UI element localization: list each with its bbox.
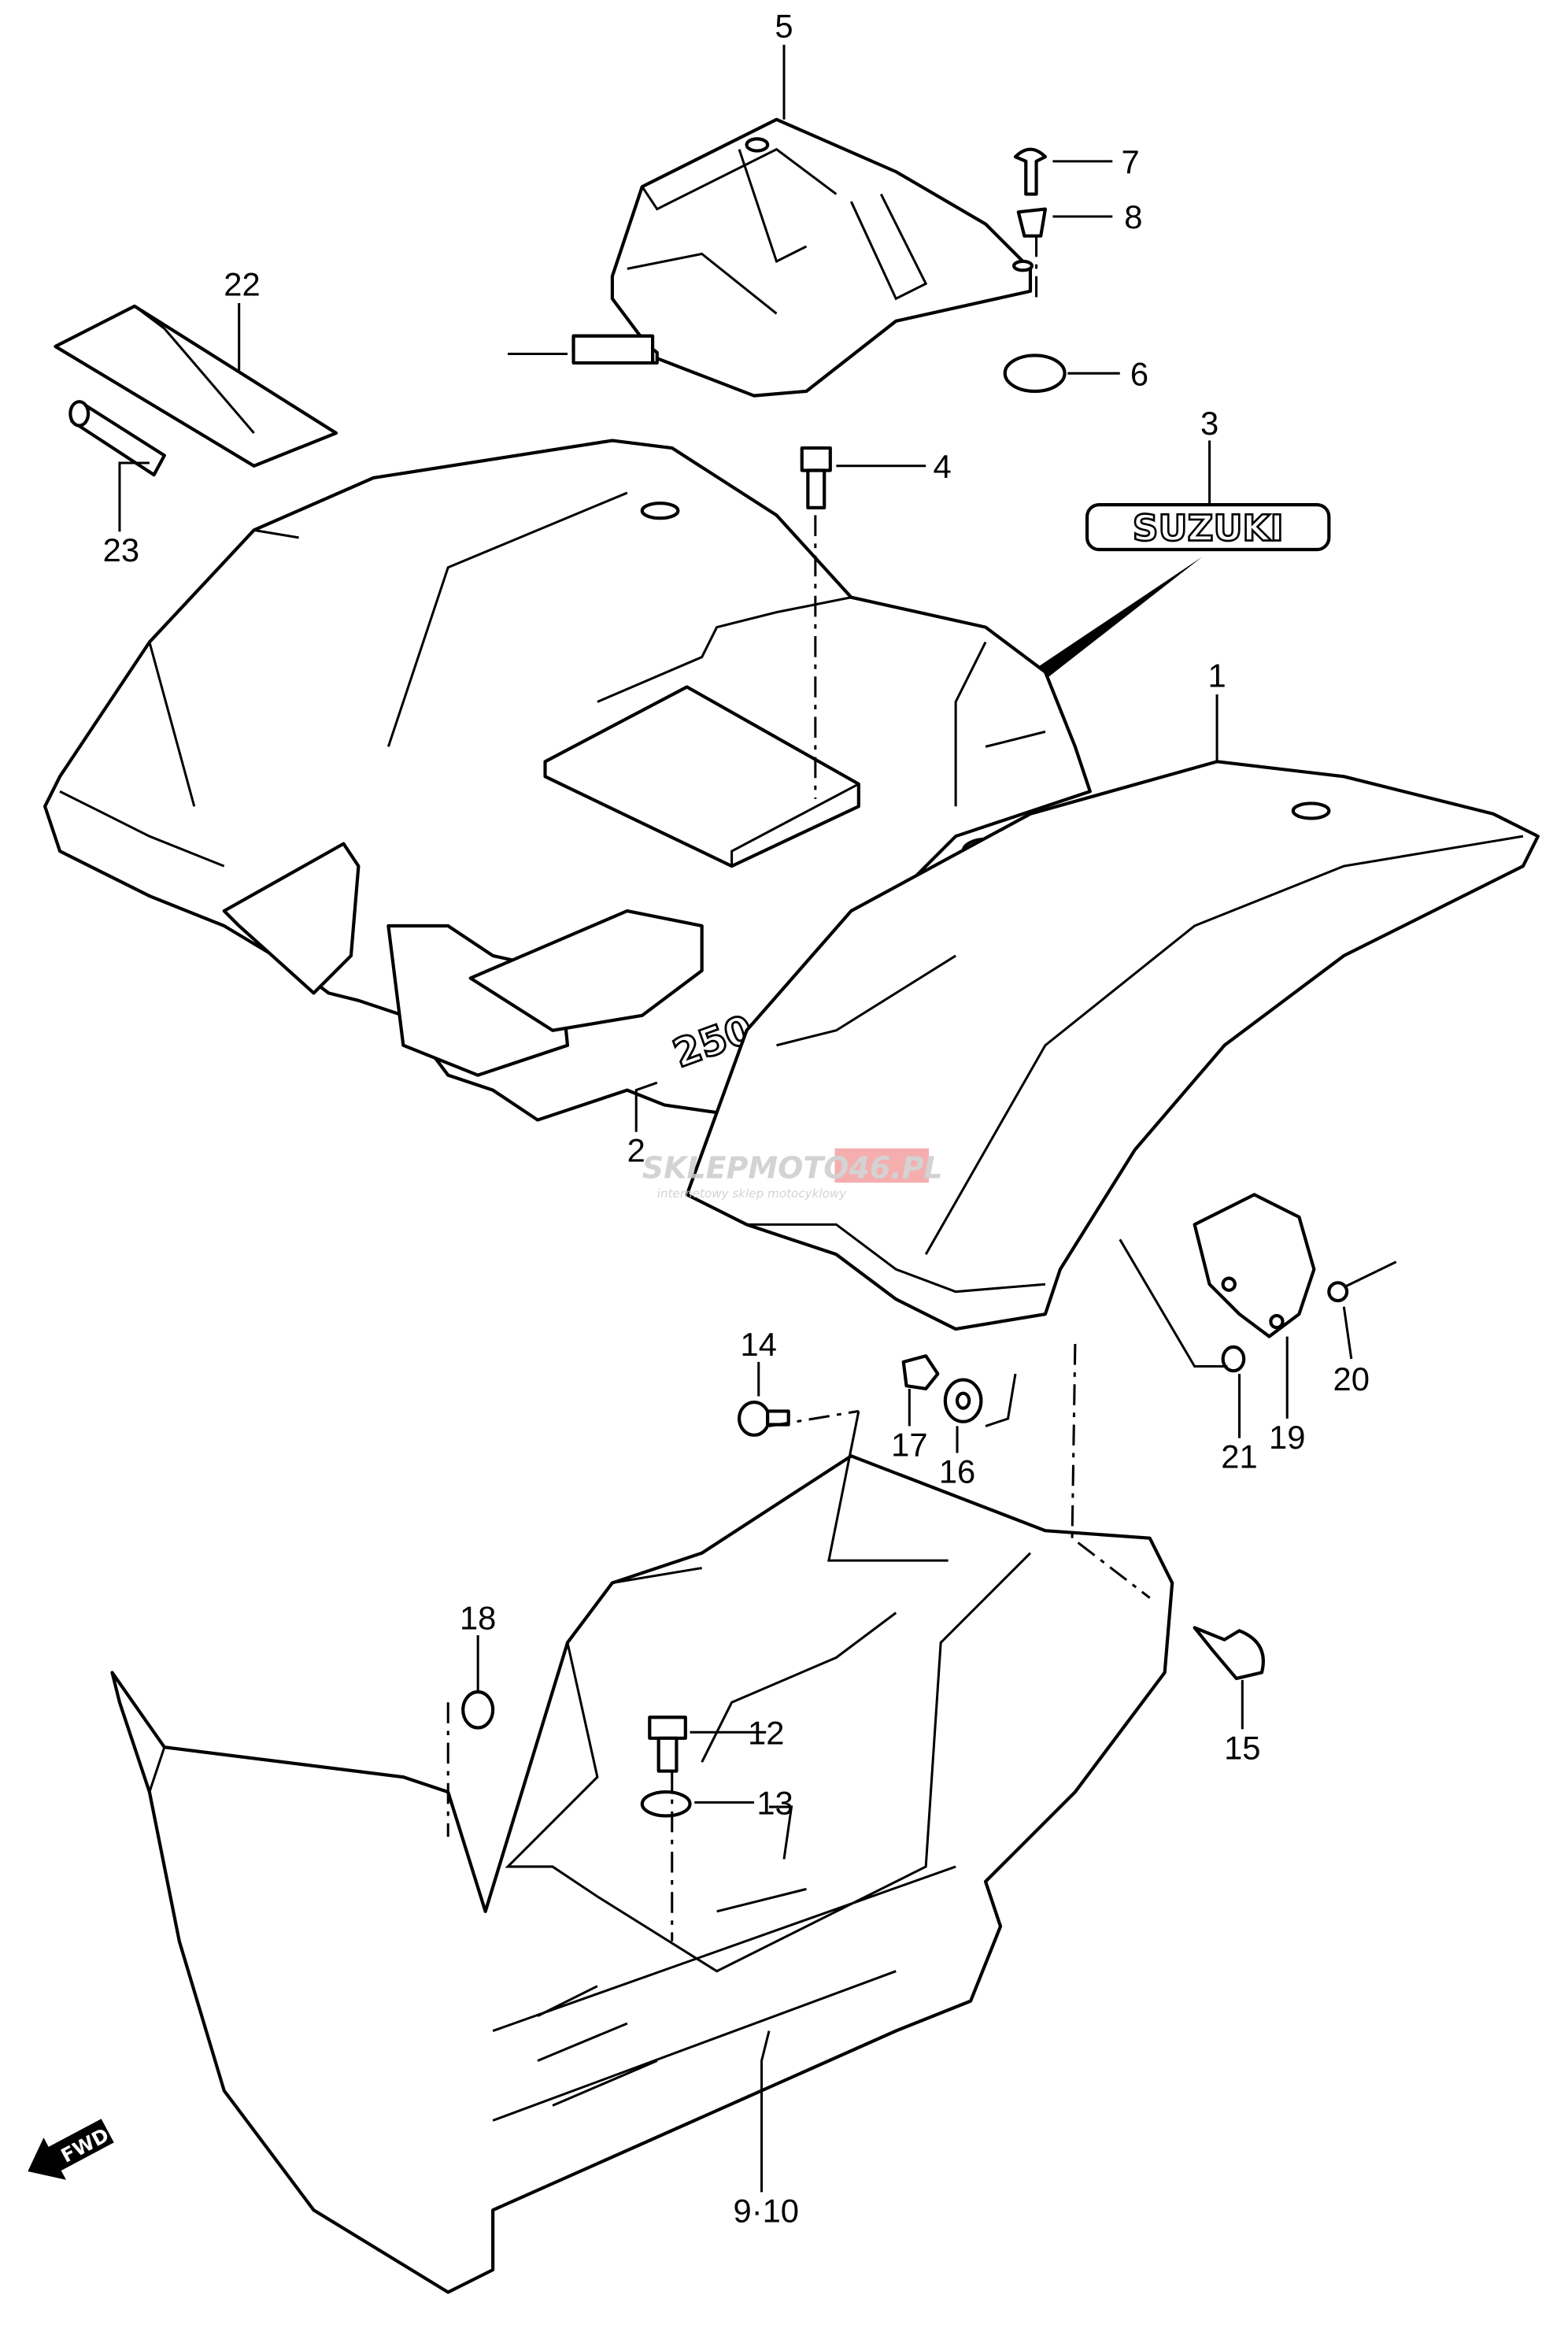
label-17: 18 <box>460 1599 496 1636</box>
label-16: 17 <box>891 1426 927 1463</box>
part-11-bolt <box>648 1716 687 1773</box>
part-20-washer <box>1221 1345 1246 1373</box>
watermark: SKLEPMOTO46.PL internetowy sklep motocyk… <box>642 1148 943 1201</box>
label-14: 15 <box>1224 1729 1260 1766</box>
emblem-text: SUZUKI <box>1133 508 1284 550</box>
label-20: 21 <box>1221 1438 1257 1475</box>
label-18: 19 <box>1269 1419 1305 1456</box>
part-9-10-footrest <box>110 1454 1174 2294</box>
part-4-bolt <box>800 446 832 509</box>
label-2: 2 <box>627 1132 645 1169</box>
watermark-sub: internetowy sklep motocyklowy <box>657 1186 848 1201</box>
part-12-washer <box>640 1790 692 1818</box>
part-18-bracket <box>1193 1193 1316 1338</box>
part-16-nut <box>901 1354 940 1391</box>
label-21: 22 <box>224 266 260 303</box>
part-8-nut <box>1016 207 1048 238</box>
label-6: 6 <box>1130 355 1148 392</box>
label-15: 16 <box>939 1453 975 1490</box>
part-17-washer <box>461 1690 495 1730</box>
part-labels: 5 7 8 22 6 3 4 23 1 2 14 17 16 20 19 21 … <box>103 7 1370 2229</box>
part-7-rivet <box>1013 147 1048 196</box>
label-5: 5 <box>775 7 793 44</box>
label-4: 4 <box>933 448 951 485</box>
label-3: 3 <box>1200 405 1219 442</box>
label-19: 20 <box>1333 1360 1370 1397</box>
part-14-clip <box>1193 1626 1265 1681</box>
label-8: 8 <box>1124 198 1142 235</box>
watermark-main: SKLEPMOTO46.PL <box>642 1151 943 1186</box>
part-15-washer <box>943 1378 983 1423</box>
label-7: 7 <box>1121 143 1139 180</box>
leader-lines <box>118 44 1353 2193</box>
part-5-cover <box>610 117 1034 398</box>
part-6-cap <box>1003 353 1067 394</box>
part-19-screw <box>1327 1260 1397 1303</box>
part-22-roller <box>68 400 166 477</box>
part-13-bolt <box>738 1400 790 1437</box>
part-3-emblem: SUZUKI <box>1030 503 1331 680</box>
label-22: 23 <box>103 531 139 568</box>
part-21-pad <box>54 304 338 468</box>
label-13: 14 <box>741 1326 777 1363</box>
label-12: 13 <box>756 1785 793 1822</box>
label-11: 12 <box>748 1714 784 1751</box>
fwd-arrow-icon: FWD <box>28 2119 114 2180</box>
part-23-block <box>571 334 659 365</box>
label-9-10: 9·10 <box>733 2192 799 2229</box>
label-1: 1 <box>1207 657 1226 694</box>
part-1-fender <box>685 760 1540 1331</box>
